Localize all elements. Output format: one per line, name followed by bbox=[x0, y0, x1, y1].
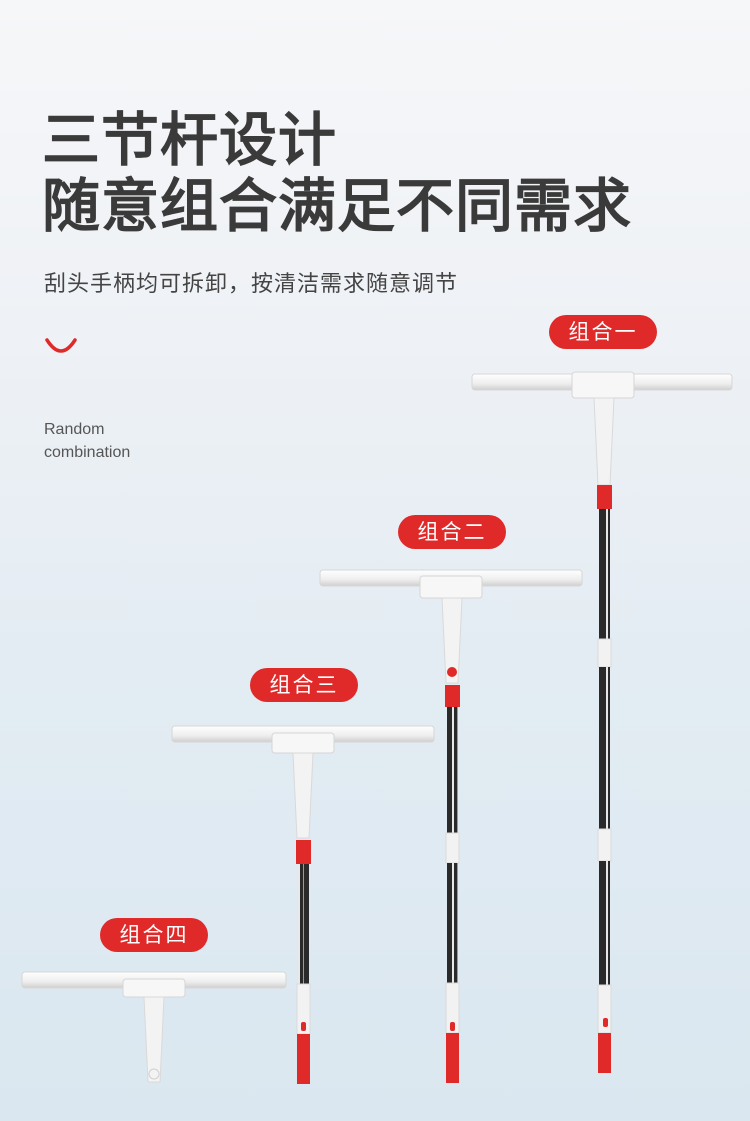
squeegee-tool-3 bbox=[171, 725, 435, 1084]
squeegee-tool-4 bbox=[21, 971, 287, 1083]
smile-arc-icon bbox=[45, 338, 77, 353]
subtitle: 刮头手柄均可拆卸，按清洁需求随意调节 bbox=[44, 272, 459, 297]
title-line-2: 随意组合满足不同需求 bbox=[42, 172, 633, 240]
combination-4-label: 组合四 bbox=[100, 918, 208, 952]
english-caption-line-2: combination bbox=[44, 444, 131, 461]
title-line-1: 三节杆设计 bbox=[42, 106, 338, 174]
squeegee-tool-2 bbox=[319, 569, 583, 1083]
combination-3-label: 组合三 bbox=[250, 668, 358, 702]
english-caption-line-1: Random bbox=[44, 421, 105, 438]
squeegee-tool-1 bbox=[471, 371, 733, 1073]
combination-1-label: 组合一 bbox=[549, 315, 657, 349]
combination-2-label: 组合二 bbox=[398, 515, 506, 549]
